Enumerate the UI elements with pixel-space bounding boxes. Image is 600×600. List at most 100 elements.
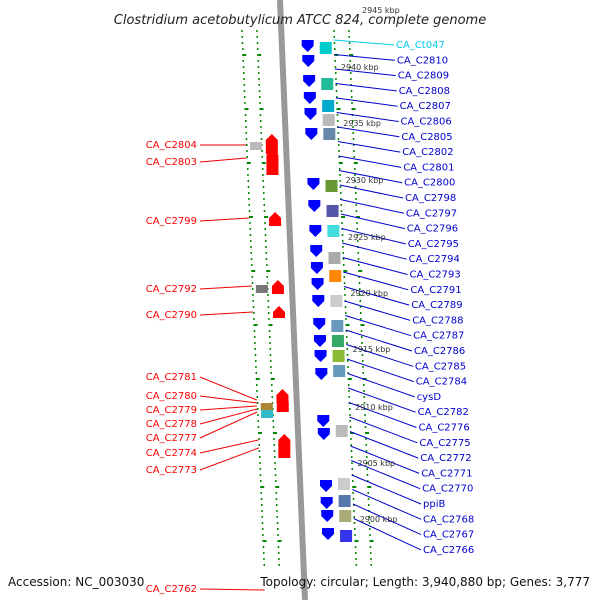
gc-dot <box>271 384 273 386</box>
gc-dot <box>275 492 277 494</box>
gc-dot <box>364 426 367 428</box>
gc-dot <box>336 114 339 116</box>
gc-dot <box>273 438 275 440</box>
left-leader-line <box>199 285 252 290</box>
gc-dot <box>244 114 247 116</box>
gc-dot <box>363 402 366 404</box>
gc-dot <box>362 366 364 368</box>
gc-track-1 <box>256 30 282 566</box>
gc-dot <box>259 456 261 458</box>
gc-dot <box>276 510 278 512</box>
gc-dot <box>261 156 263 158</box>
gc-dot <box>252 300 254 302</box>
right-leader-line <box>349 431 419 459</box>
gc-dot <box>250 240 252 242</box>
gc-dot <box>368 522 371 524</box>
gene-block <box>319 42 332 54</box>
gc-dot <box>354 174 356 176</box>
gc-dot <box>361 342 363 344</box>
right-leader-line <box>345 329 413 352</box>
gc-dot <box>333 30 335 32</box>
right-gene-label: CA_C2771 <box>421 468 472 479</box>
left-leader-line <box>199 157 247 163</box>
gc-dot <box>365 438 367 440</box>
gc-dot <box>350 450 353 452</box>
gc-dot <box>262 180 264 182</box>
right-leader-line <box>350 445 420 474</box>
gc-dot <box>256 402 259 404</box>
gc-dot <box>341 216 345 218</box>
gc-dot <box>255 366 257 368</box>
right-leader-line <box>342 242 407 260</box>
gc-dot <box>345 318 347 320</box>
right-gene-label: CA_C2775 <box>419 438 470 449</box>
gc-dot <box>343 276 345 278</box>
gene-block <box>340 530 353 542</box>
gc-dot <box>367 492 369 494</box>
gc-dot <box>364 414 366 416</box>
gc-dot <box>356 234 359 236</box>
right-gene-label: CA_C2794 <box>409 254 460 265</box>
gc-dot <box>336 108 341 110</box>
right-gene-label: CA_C2798 <box>405 193 456 204</box>
left-leader-line <box>199 405 257 411</box>
left-gene-label: CA_C2799 <box>146 216 197 227</box>
gc-dot <box>347 360 349 362</box>
gc-dot <box>277 534 279 536</box>
gc-dot <box>242 66 245 68</box>
gc-dot <box>360 318 362 320</box>
gc-dot <box>275 486 280 488</box>
right-gene-label: cysD <box>417 392 442 403</box>
gc-dot <box>361 336 363 338</box>
right-leader-line <box>347 373 415 398</box>
gc-dot-tracks <box>241 30 374 566</box>
right-gene-label: CA_C2784 <box>416 377 467 388</box>
gc-dot <box>261 522 264 524</box>
gc-dot <box>271 396 273 398</box>
gc-dot <box>252 306 255 308</box>
gc-dot <box>260 498 263 500</box>
gc-dot <box>266 264 268 266</box>
gc-dot <box>252 288 254 290</box>
right-gene-label: CA_C2807 <box>400 101 451 112</box>
left-gene-label: CA_C2778 <box>146 419 197 430</box>
gc-dot <box>336 102 338 104</box>
gc-dot <box>351 102 353 104</box>
gc-dot <box>361 354 364 356</box>
gc-dot <box>250 258 253 260</box>
reverse-gene-arrow <box>320 480 332 492</box>
gc-dot <box>256 390 258 392</box>
gc-dot <box>253 330 256 332</box>
gc-dot <box>253 318 255 320</box>
gc-dot <box>355 564 357 566</box>
gene-block <box>339 510 352 522</box>
right-leader-line <box>343 286 410 306</box>
gc-dot <box>260 480 262 482</box>
gc-dot <box>256 396 258 398</box>
gc-dot <box>271 390 273 392</box>
gc-dot <box>348 384 350 386</box>
gc-dot <box>260 492 262 494</box>
gc-dot <box>341 222 343 224</box>
gc-dot <box>251 276 253 278</box>
right-gene-label: CA_Ct047 <box>396 40 445 51</box>
gc-dot <box>248 210 251 212</box>
right-gene-label: CA_C2766 <box>423 545 474 556</box>
accession-text: Accession: NC_003030 <box>8 575 144 589</box>
gc-dot <box>248 192 250 194</box>
right-gene-label: CA_C2785 <box>415 361 466 372</box>
left-gene-label: CA_C2792 <box>146 284 197 295</box>
feature-tracks <box>249 40 353 542</box>
gc-dot <box>353 522 356 524</box>
gc-dot <box>268 324 273 326</box>
right-leader-line <box>337 126 400 138</box>
gc-dot <box>345 312 347 314</box>
gc-dot <box>273 432 277 434</box>
gc-dot <box>361 348 363 350</box>
gc-dot <box>265 240 267 242</box>
gene-block <box>335 425 348 437</box>
gc-dot <box>353 150 355 152</box>
gc-dot <box>368 504 370 506</box>
